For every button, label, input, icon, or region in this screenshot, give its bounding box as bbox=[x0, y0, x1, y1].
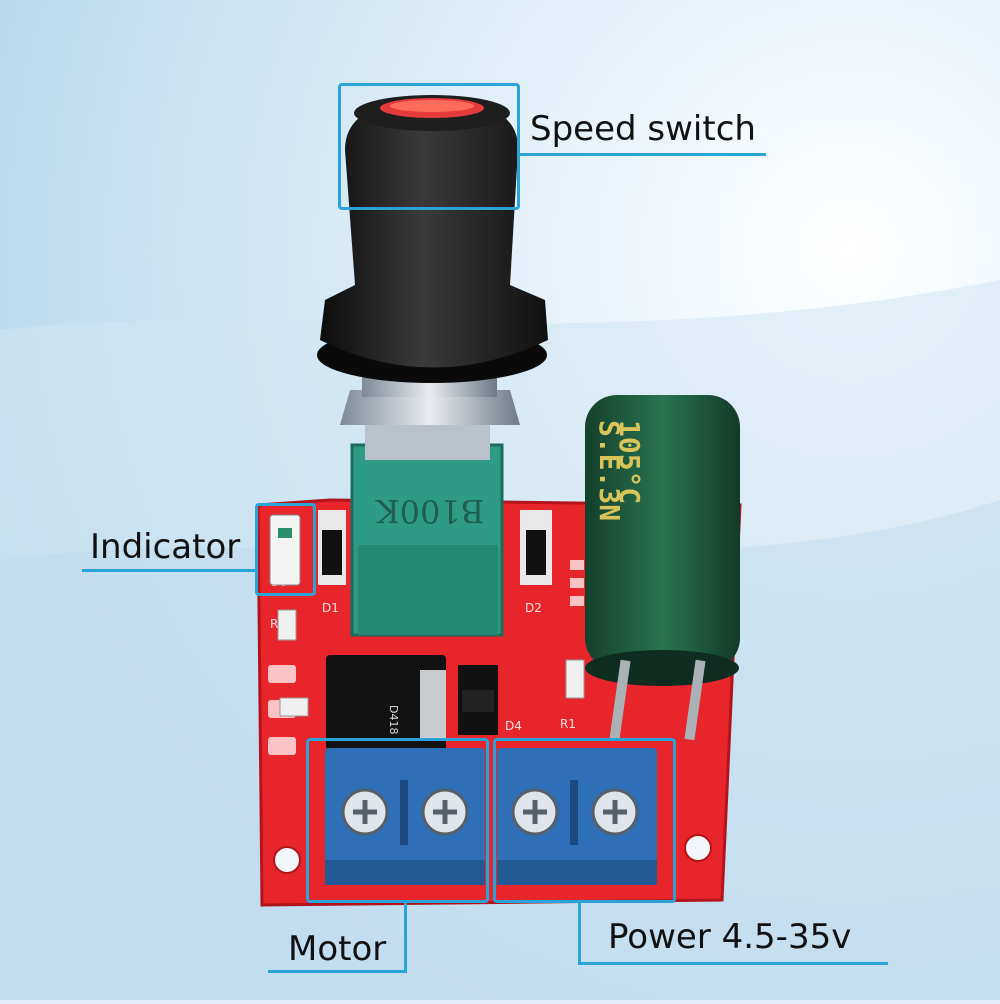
motor-leader-horizontal bbox=[268, 970, 407, 973]
capacitor-marking-2: S.E.3N bbox=[593, 420, 626, 521]
indicator-label: Indicator bbox=[90, 527, 241, 567]
pcb-label-d1: D1 bbox=[322, 601, 339, 615]
motor-highlight bbox=[306, 738, 489, 903]
motor-terminal-block bbox=[325, 748, 485, 885]
motor-leader-vertical bbox=[404, 903, 407, 971]
power-leader-horizontal bbox=[578, 962, 888, 965]
power-terminal-block bbox=[497, 748, 657, 885]
speed-switch-label: Speed switch bbox=[530, 109, 756, 149]
electrolytic-capacitor bbox=[585, 395, 740, 670]
potentiometer-marking: B100K bbox=[375, 492, 485, 530]
pcb-label-r1: R1 bbox=[560, 717, 576, 731]
pcb-label-d4: D4 bbox=[505, 719, 522, 733]
indicator-highlight bbox=[255, 503, 316, 596]
speed-knob bbox=[320, 100, 548, 368]
capacitor-marking-1: 105°C bbox=[613, 420, 646, 504]
indicator-leader bbox=[82, 569, 255, 572]
speed-switch-leader bbox=[520, 153, 766, 156]
power-highlight bbox=[493, 738, 676, 903]
power-label: Power 4.5-35v bbox=[608, 917, 852, 957]
pcb-label-d2: D2 bbox=[525, 601, 542, 615]
speed-switch-highlight bbox=[338, 83, 520, 210]
svg-text:D418: D418 bbox=[387, 705, 400, 734]
motor-label: Motor bbox=[288, 929, 387, 969]
power-leader-vertical bbox=[578, 903, 581, 963]
